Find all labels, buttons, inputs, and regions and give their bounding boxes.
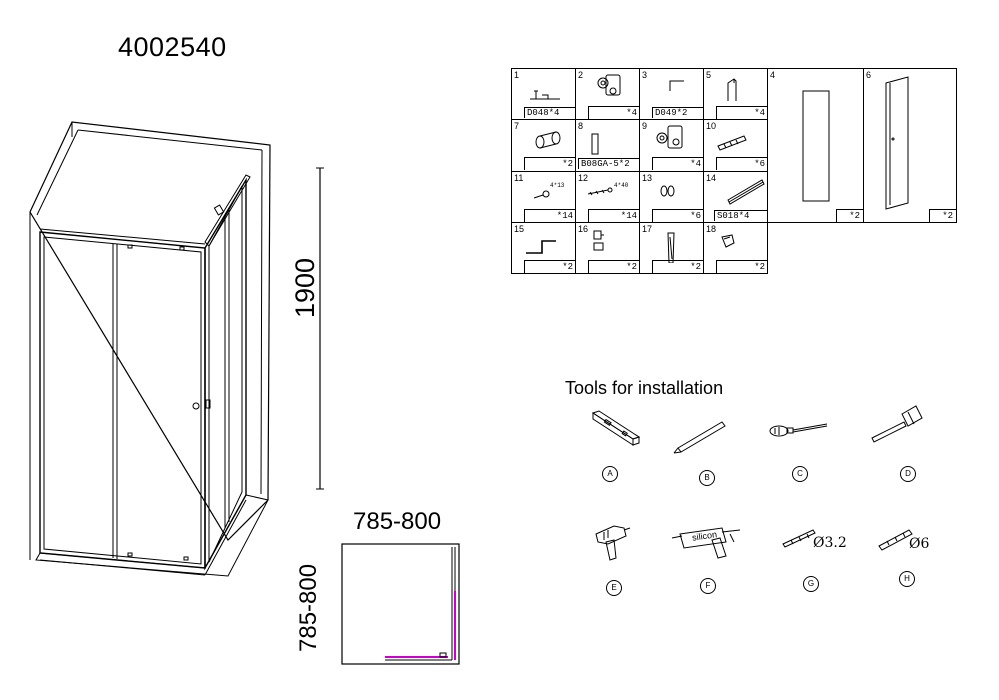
part-11-screw-icon xyxy=(533,190,550,199)
part-cell-14: 14 S018*4 xyxy=(703,170,768,224)
part-cell-12: 12 4*40 *14 xyxy=(575,170,640,224)
part-2-icon xyxy=(597,74,621,96)
hammer-icon xyxy=(871,405,923,443)
height-dimension: 1900 xyxy=(290,257,320,318)
part-16-icon xyxy=(593,230,604,251)
tool-g-drill-bit: Ø3.2 G xyxy=(775,520,865,600)
pencil-icon xyxy=(673,421,726,454)
tool-c-screwdriver: C xyxy=(765,410,855,490)
part-cell-1: 1 D048*4 xyxy=(511,67,576,121)
drill-bit-icon xyxy=(782,529,816,548)
drill-bit-icon xyxy=(878,529,913,551)
part-cell-3: 3 D049*2 xyxy=(639,67,704,121)
part-1-icon xyxy=(530,90,560,100)
part-10-anchor-icon xyxy=(717,135,747,151)
tool-a-level: A xyxy=(585,405,675,485)
part-cell-13: 13 *6 xyxy=(639,170,704,224)
floor-plan xyxy=(341,543,460,665)
part-cell-5: 5 *4 xyxy=(703,67,768,121)
part-8-icon xyxy=(591,133,599,155)
part-15-icon xyxy=(526,240,556,254)
part-12-screw-icon xyxy=(587,187,613,195)
part-cell-18: 18 *2 xyxy=(703,222,768,274)
part-cell-7: 7 *2 xyxy=(511,119,576,172)
shower-enclosure-drawing xyxy=(29,121,324,577)
part-4-glass-panel-icon xyxy=(802,90,830,202)
tool-f-silicone-gun: silicon F xyxy=(670,520,760,600)
tools-title: Tools for installation xyxy=(565,378,724,398)
part-cell-9: 9 *4 xyxy=(639,119,704,172)
part-9-icon xyxy=(656,125,683,149)
tool-d-hammer: D xyxy=(868,400,958,482)
level-icon xyxy=(591,410,641,446)
part-5-icon xyxy=(727,78,737,101)
part-6-glass-panel-icon xyxy=(885,76,909,210)
part-14-rail-icon xyxy=(727,178,765,205)
part-cell-11: 11 4*13 *14 xyxy=(511,170,576,224)
part-cell-17: 17 *2 xyxy=(639,222,704,274)
part-cell-16: 16 *2 xyxy=(575,222,640,274)
drill-icon xyxy=(595,525,631,561)
width-dimension: 785-800 xyxy=(353,508,442,535)
part-17-icon xyxy=(667,232,675,263)
empty-cell xyxy=(768,223,864,274)
part-cell-6: 6 *2 xyxy=(863,68,957,223)
part-cell-8: 8 B08GA-5*2 xyxy=(575,119,640,172)
part-18-icon xyxy=(721,234,735,248)
part-3-icon xyxy=(669,80,684,91)
part-7-icon xyxy=(535,131,561,149)
screwdriver-icon xyxy=(769,423,828,437)
silicone-gun-icon xyxy=(671,527,741,559)
tool-h-drill-bit: Ø6 H xyxy=(873,520,963,600)
parts-table: 1 D048*4 2 *4 3 D049*2 5 *4 4 *2 6 xyxy=(511,67,957,274)
part-13-icon xyxy=(660,185,675,197)
part-cell-2: 2 *4 xyxy=(575,67,640,121)
depth-dimension: 785-800 xyxy=(295,563,322,652)
model-number: 4002540 xyxy=(118,32,227,62)
tool-e-drill: E xyxy=(590,520,680,600)
empty-cell xyxy=(864,223,957,274)
tool-b-pencil: B xyxy=(672,410,762,490)
part-cell-4: 4 *2 xyxy=(767,68,864,223)
part-cell-15: 15 *2 xyxy=(511,222,576,274)
part-cell-10: 10 *6 xyxy=(703,119,768,172)
